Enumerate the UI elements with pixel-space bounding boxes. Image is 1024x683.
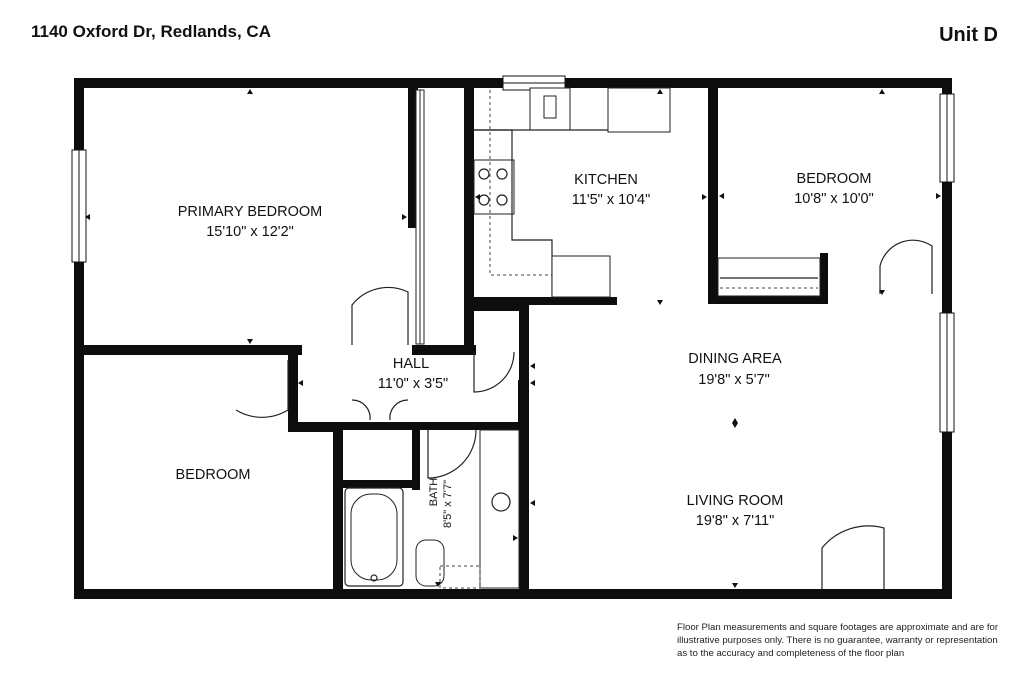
living-room-dims: 19'8" x 7'11" [696, 513, 774, 529]
kitchen-dims: 11'5" x 10'4" [572, 192, 650, 208]
doors [235, 239, 933, 589]
bedroom-closet [717, 257, 821, 297]
kitchen-fixtures [473, 87, 671, 298]
bedroom-right-name: BEDROOM [797, 171, 872, 187]
bath-fixtures [344, 429, 520, 589]
disclaimer: Floor Plan measurements and square foota… [677, 621, 1017, 661]
dining-area-dims: 19'8" x 5'7" [698, 372, 769, 388]
bath-name: BATH [428, 478, 440, 507]
room-labels: PRIMARY BEDROOM 15'10" x 12'2" KITCHEN 1… [176, 171, 874, 529]
primary-bedroom-name: PRIMARY BEDROOM [178, 204, 323, 220]
bedroom-left-name: BEDROOM [176, 467, 251, 483]
property-address: 1140 Oxford Dr, Redlands, CA [31, 22, 271, 41]
windows [71, 75, 955, 433]
walls [74, 78, 952, 599]
disclaimer-line-1: Floor Plan measurements and square foota… [677, 622, 999, 633]
kitchen-name: KITCHEN [574, 172, 638, 188]
closet-doors [415, 89, 425, 345]
dimension-markers [85, 89, 941, 588]
living-room-name: LIVING ROOM [687, 493, 784, 509]
unit-label: Unit D [939, 24, 998, 46]
bath-dims: 8'5" x 7'7" [442, 480, 454, 528]
disclaimer-line-3: as to the accuracy and completeness of t… [677, 648, 905, 660]
hall-dims: 11'0" x 3'5" [378, 376, 448, 392]
bedroom-right-dims: 10'8" x 10'0" [794, 191, 874, 207]
hall-name: HALL [393, 356, 429, 372]
dining-area-name: DINING AREA [688, 351, 782, 367]
disclaimer-line-2: illustrative purposes only. There is no … [677, 635, 998, 647]
primary-bedroom-dims: 15'10" x 12'2" [206, 224, 294, 240]
